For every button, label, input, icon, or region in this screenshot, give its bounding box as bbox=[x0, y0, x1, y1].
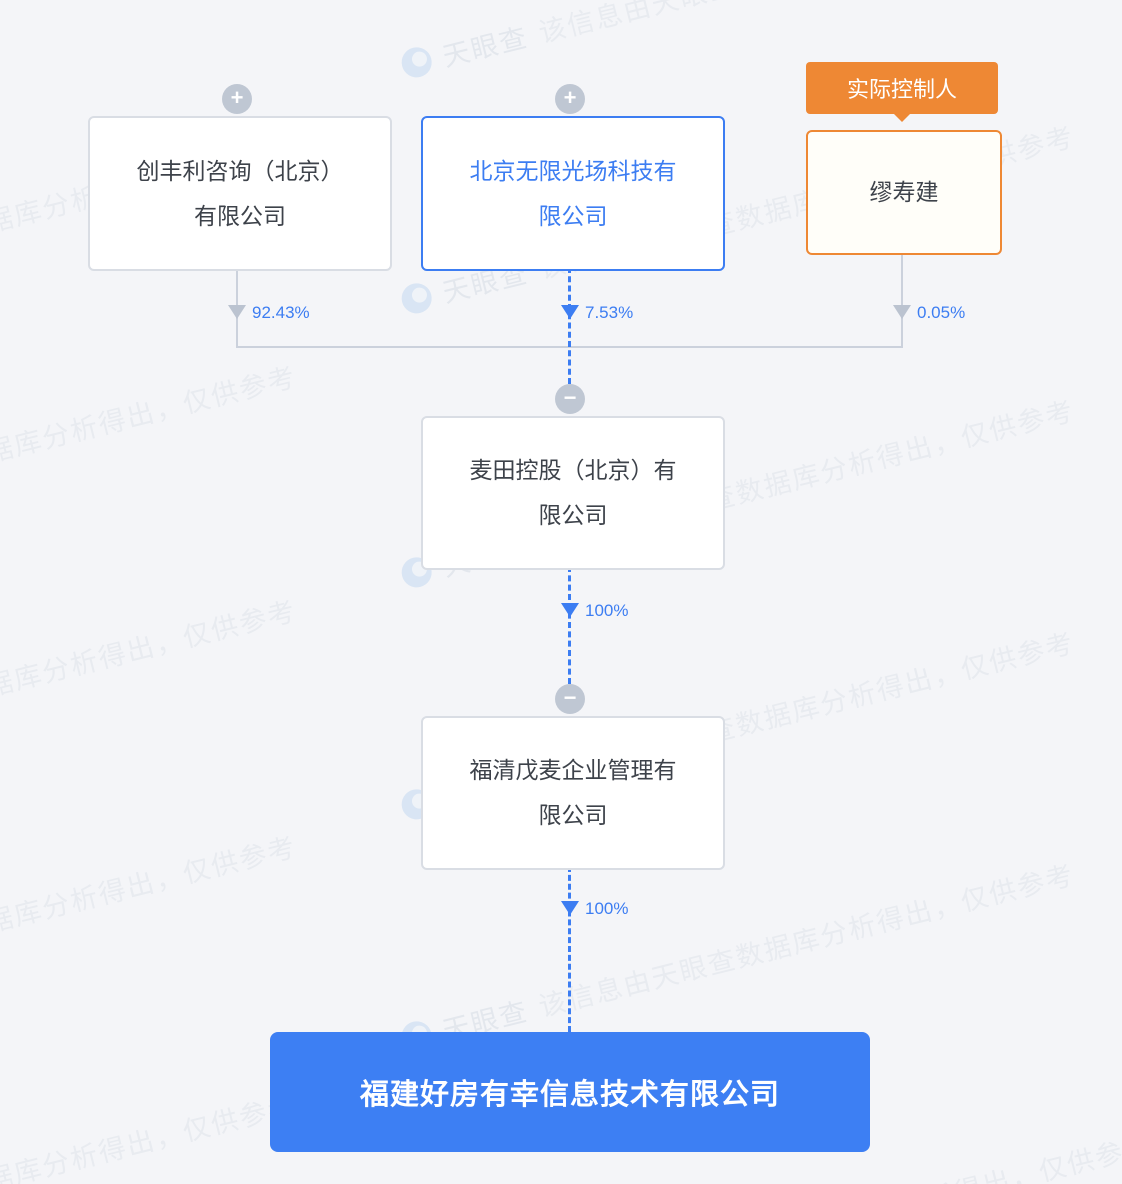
collapse-icon[interactable]: − bbox=[555, 384, 585, 414]
company-node-shareholder-mid[interactable]: 北京无限光场科技有 限公司 bbox=[421, 116, 725, 271]
ownership-percentage: 0.05% bbox=[917, 303, 966, 322]
arrow-down-icon bbox=[561, 603, 579, 617]
ownership-percentage: 92.43% bbox=[252, 303, 310, 322]
ownership-percentage: 100% bbox=[585, 601, 629, 620]
ownership-percentage: 7.53% bbox=[585, 303, 634, 322]
expand-icon[interactable]: + bbox=[222, 84, 252, 114]
company-name-line: 创丰利咨询（北京） bbox=[136, 157, 344, 184]
actual-controller-node[interactable]: 缪寿建 bbox=[806, 130, 1002, 255]
company-node-holding2[interactable]: 福清戊麦企业管理有 限公司 bbox=[421, 716, 725, 870]
watermark: 天眼查该信息由天眼查数据库分析得出，仅供参考 bbox=[397, 853, 1078, 1058]
person-name: 缪寿建 bbox=[869, 179, 939, 205]
ownership-line-mid-dashed bbox=[568, 267, 571, 384]
company-name-line: 限公司 bbox=[538, 502, 608, 528]
ownership-line-holding1-dashed bbox=[568, 566, 571, 684]
target-company-node[interactable]: 福建好房有幸信息技术有限公司 bbox=[270, 1032, 870, 1152]
arrow-down-icon bbox=[561, 305, 579, 319]
ownership-line-holding2-dashed bbox=[568, 866, 571, 1032]
company-name-line: 有限公司 bbox=[194, 202, 286, 229]
tianyancha-logo-icon bbox=[398, 43, 435, 81]
company-name-line: 限公司 bbox=[538, 802, 608, 828]
company-name-line: 北京无限光场科技有 bbox=[469, 157, 677, 184]
arrow-down-icon bbox=[561, 901, 579, 915]
ownership-line-right bbox=[901, 251, 903, 347]
expand-icon[interactable]: + bbox=[555, 84, 585, 114]
actual-controller-tag: 实际控制人 bbox=[806, 62, 998, 122]
company-name-line: 麦田控股（北京）有 bbox=[469, 457, 677, 483]
arrow-down-icon bbox=[893, 305, 911, 319]
ownership-percentage: 100% bbox=[585, 899, 629, 918]
company-name-line: 福清戊麦企业管理有 bbox=[469, 757, 677, 783]
company-node-holding1[interactable]: 麦田控股（北京）有 限公司 bbox=[421, 416, 725, 570]
tianyancha-logo-icon bbox=[398, 279, 435, 317]
company-name-line: 限公司 bbox=[538, 202, 608, 229]
company-node-shareholder-left[interactable]: 创丰利咨询（北京） 有限公司 bbox=[88, 116, 392, 271]
collapse-icon[interactable]: − bbox=[555, 684, 585, 714]
arrow-down-icon bbox=[228, 305, 246, 319]
